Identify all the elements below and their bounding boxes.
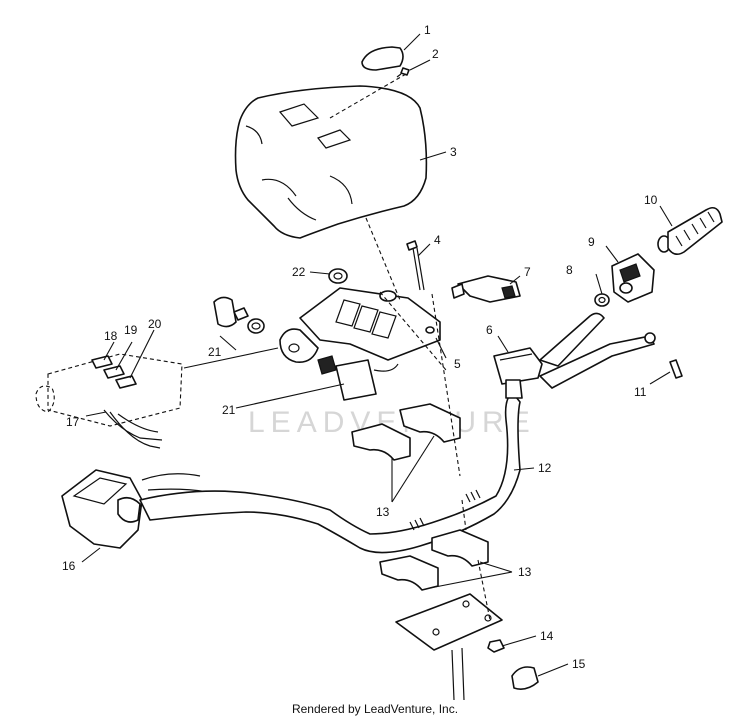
part-washer-22	[328, 268, 348, 284]
part-sensor-upper	[213, 296, 265, 334]
callout-9: 9	[588, 235, 595, 249]
part-nut	[487, 639, 505, 653]
callout-1: 1	[424, 23, 431, 37]
assembly-guide-lines	[329, 73, 491, 621]
part-brake-master-cylinder	[493, 312, 656, 399]
part-handlebar-cover	[234, 85, 428, 239]
leader-lines	[81, 33, 673, 677]
callout-14: 14	[540, 629, 554, 643]
part-cap	[361, 46, 404, 71]
callouts: 1 2 3 4 5 6 7 8 9 10 11 12 13 13 14 15 1…	[62, 23, 658, 671]
callout-22: 22	[292, 265, 306, 279]
part-clip	[511, 666, 539, 690]
callout-12: 12	[538, 461, 552, 475]
callout-19: 19	[124, 323, 138, 337]
callout-2: 2	[432, 47, 439, 61]
callout-20: 20	[148, 317, 162, 331]
callout-18: 18	[104, 329, 118, 343]
callout-13-upper: 13	[376, 505, 390, 519]
callout-11: 11	[634, 385, 647, 399]
part-mounting-bracket	[279, 287, 441, 364]
footer-credit: Rendered by LeadVenture, Inc.	[291, 702, 459, 716]
callout-5: 5	[454, 357, 461, 371]
callout-3: 3	[450, 145, 457, 159]
part-clamp-lower	[379, 529, 489, 591]
callout-17: 17	[66, 415, 80, 429]
part-switch-panel	[35, 353, 183, 449]
part-throttle-housing	[611, 253, 655, 303]
callout-10: 10	[644, 193, 658, 207]
part-indicator-lower	[317, 355, 399, 401]
part-switch	[451, 275, 521, 303]
callout-4: 4	[434, 233, 441, 247]
part-base-plate	[395, 593, 503, 701]
part-bolt	[406, 240, 425, 291]
part-handlebar	[139, 391, 521, 554]
callout-16: 16	[62, 559, 76, 573]
part-left-control-housing	[61, 469, 241, 549]
part-screw-small	[396, 67, 410, 78]
callout-15: 15	[572, 657, 586, 671]
part-grip	[657, 206, 723, 256]
callout-8: 8	[566, 263, 573, 277]
part-washer-8	[594, 293, 610, 307]
callout-21-upper: 21	[208, 345, 222, 359]
callout-7: 7	[524, 265, 531, 279]
callout-21-lower: 21	[222, 403, 236, 417]
callout-13-lower: 13	[518, 565, 532, 579]
callout-6: 6	[486, 323, 493, 337]
part-clamp-upper	[351, 403, 461, 461]
part-screw-11	[669, 359, 683, 379]
